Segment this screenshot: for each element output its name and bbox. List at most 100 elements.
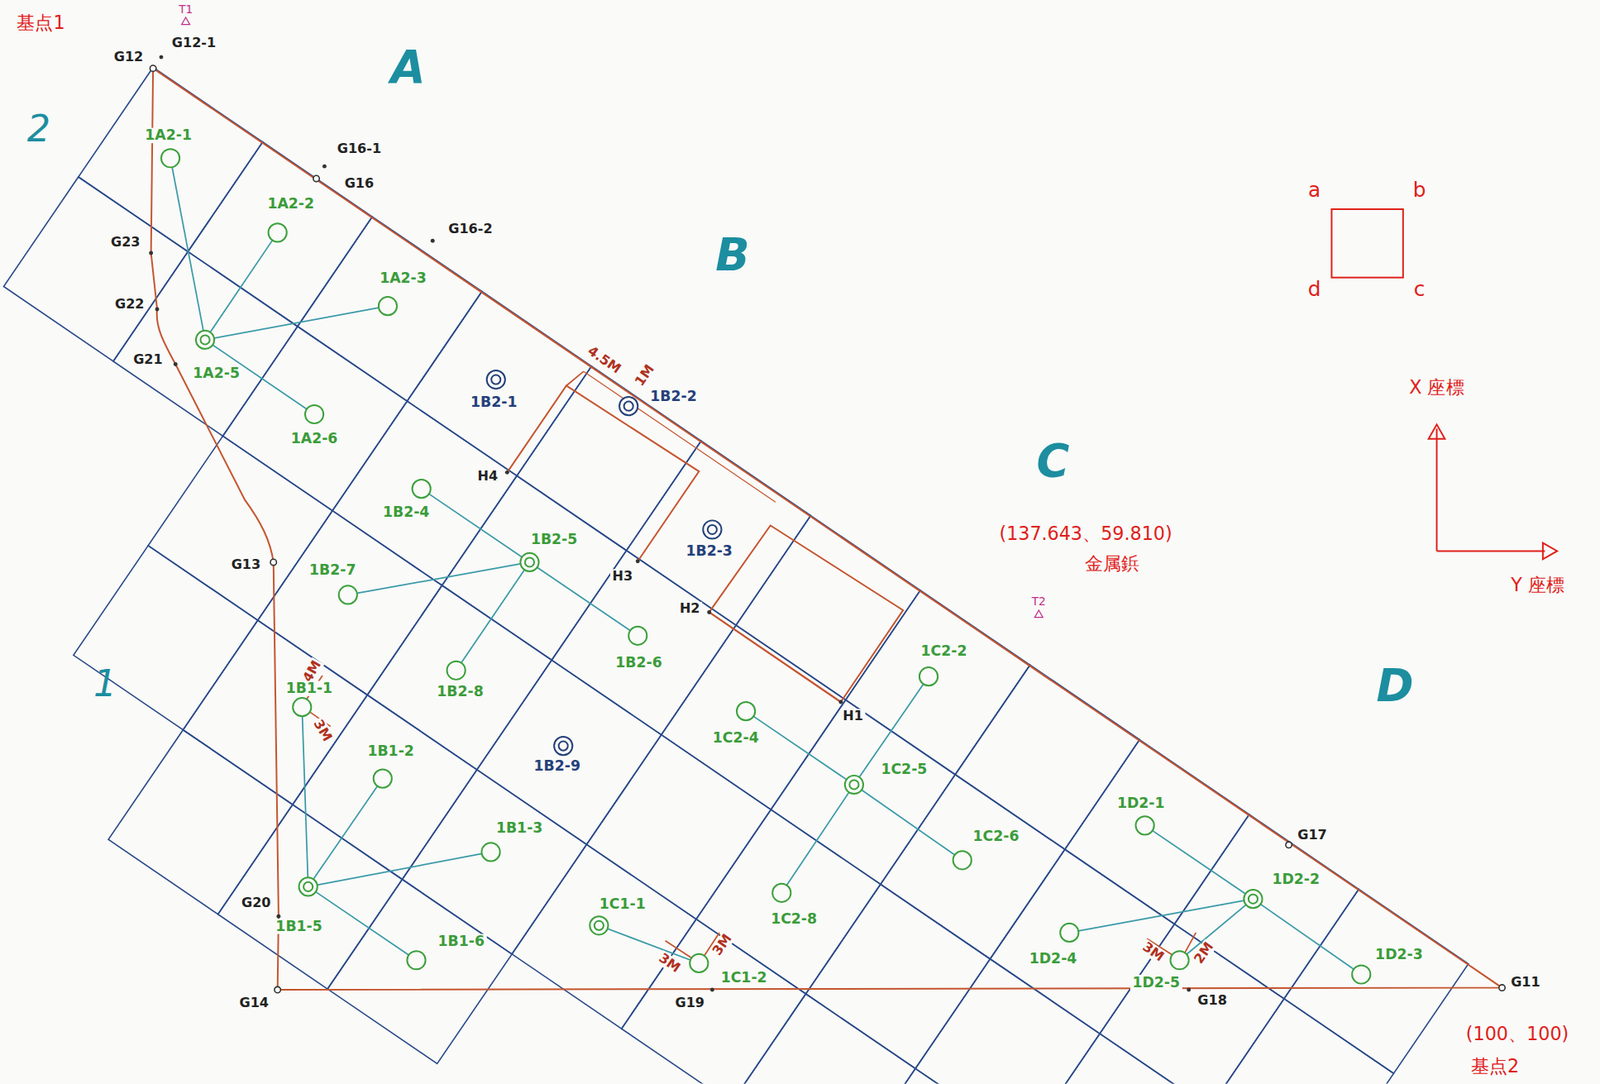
map-circle bbox=[594, 921, 604, 931]
map-label: G23 bbox=[109, 235, 143, 251]
map-label: a bbox=[1305, 178, 1323, 201]
map-circle bbox=[624, 401, 634, 411]
map-layer bbox=[149, 65, 1505, 994]
map-label: 3M bbox=[1138, 939, 1167, 965]
map-circle bbox=[149, 65, 156, 72]
map-label: 基点1 bbox=[14, 12, 67, 33]
map-label: T1 bbox=[176, 4, 196, 17]
map-polygon bbox=[511, 844, 697, 1029]
map-label: G11 bbox=[1509, 975, 1543, 991]
map-circle bbox=[148, 251, 153, 256]
map-label: 1A2-2 bbox=[265, 195, 317, 212]
map-polygon bbox=[880, 774, 1066, 960]
map-label: 基点2 bbox=[1468, 1055, 1521, 1076]
map-circle bbox=[447, 661, 466, 680]
map-label: H4 bbox=[475, 468, 501, 484]
map-circle bbox=[1170, 950, 1189, 970]
map-label: H2 bbox=[677, 601, 703, 617]
map-circle bbox=[406, 950, 426, 970]
map-circle bbox=[953, 850, 972, 870]
map-label: 4.5M bbox=[583, 343, 625, 378]
map-circle bbox=[313, 175, 320, 182]
map-label: C bbox=[1034, 436, 1072, 487]
map-label: 1D2-5 bbox=[1130, 974, 1183, 991]
map-polyline bbox=[506, 385, 699, 561]
map-line bbox=[1436, 428, 1438, 551]
map-label: T2 bbox=[1029, 596, 1048, 609]
map-polygon bbox=[406, 291, 592, 476]
map-polygon bbox=[1099, 924, 1285, 1084]
map-polygon bbox=[327, 879, 512, 1065]
map-layer bbox=[1428, 424, 1558, 559]
map-line bbox=[854, 676, 929, 785]
map-line bbox=[170, 157, 206, 340]
map-label: 1D2-4 bbox=[1026, 951, 1080, 968]
map-layer bbox=[487, 370, 722, 755]
map-label: 1C2-8 bbox=[768, 911, 820, 927]
map-label: 1A2-5 bbox=[191, 365, 243, 382]
map-line bbox=[781, 784, 855, 894]
map-circle bbox=[1060, 923, 1079, 942]
map-circle bbox=[1136, 816, 1155, 835]
map-polygon bbox=[955, 664, 1140, 850]
map-circle bbox=[707, 525, 717, 535]
map-circle bbox=[689, 954, 708, 973]
map-polygon bbox=[1034, 610, 1043, 618]
map-polyline bbox=[709, 525, 903, 703]
map-polygon bbox=[1542, 543, 1558, 560]
map-circle bbox=[1243, 889, 1262, 908]
map-line bbox=[1179, 898, 1254, 960]
map-line bbox=[1069, 898, 1253, 933]
map-polygon bbox=[770, 699, 956, 884]
map-layer bbox=[170, 157, 1362, 975]
map-polygon bbox=[113, 251, 298, 436]
map-polygon bbox=[696, 809, 881, 994]
map-label: 金属鋲 bbox=[1082, 553, 1142, 574]
map-label: G14 bbox=[237, 995, 271, 1011]
map-circle bbox=[373, 768, 392, 788]
map-label: G21 bbox=[131, 353, 165, 368]
map-layer bbox=[305, 675, 1196, 959]
map-circle bbox=[155, 306, 160, 311]
map-polygon bbox=[806, 883, 991, 1069]
map-polygon bbox=[108, 730, 293, 915]
map-label: 1A2-6 bbox=[288, 430, 340, 447]
map-polygon bbox=[1174, 814, 1359, 999]
map-circle bbox=[505, 470, 510, 475]
map-label: 2 bbox=[24, 108, 53, 149]
map-circle bbox=[1186, 988, 1191, 993]
map-label: 1B2-9 bbox=[531, 758, 583, 774]
map-polygon bbox=[840, 1068, 1026, 1084]
map-label: H1 bbox=[840, 708, 866, 724]
map-label: B bbox=[713, 230, 752, 281]
map-label: 1C2-2 bbox=[918, 643, 970, 660]
map-circle bbox=[838, 700, 843, 705]
map-circle bbox=[491, 375, 501, 385]
map-label: 1M bbox=[631, 361, 658, 390]
map-line bbox=[709, 611, 841, 703]
map-circle bbox=[322, 164, 327, 169]
map-circle bbox=[173, 362, 178, 367]
map-circle bbox=[268, 223, 287, 242]
map-polygon bbox=[730, 993, 916, 1084]
map-polygon bbox=[223, 326, 408, 512]
map-polygon bbox=[661, 625, 846, 810]
map-label: 1B1-5 bbox=[273, 918, 325, 935]
map-polygon bbox=[1209, 998, 1395, 1084]
map-line bbox=[308, 851, 492, 887]
map-circle bbox=[706, 610, 712, 615]
map-circle bbox=[1499, 984, 1505, 991]
map-polygon bbox=[586, 735, 771, 920]
map-circle bbox=[520, 553, 539, 572]
map-polygon bbox=[1284, 888, 1469, 1074]
map-line bbox=[1437, 549, 1546, 552]
map-circle bbox=[339, 585, 358, 604]
map-label: 1A2-3 bbox=[377, 270, 430, 287]
map-polygon bbox=[73, 545, 258, 731]
map-circle bbox=[554, 736, 573, 755]
map-label: 1B2-5 bbox=[528, 531, 579, 548]
map-polygon bbox=[297, 216, 483, 402]
map-circle bbox=[702, 520, 722, 539]
map-circle bbox=[200, 334, 210, 344]
map-polygon bbox=[332, 401, 517, 586]
